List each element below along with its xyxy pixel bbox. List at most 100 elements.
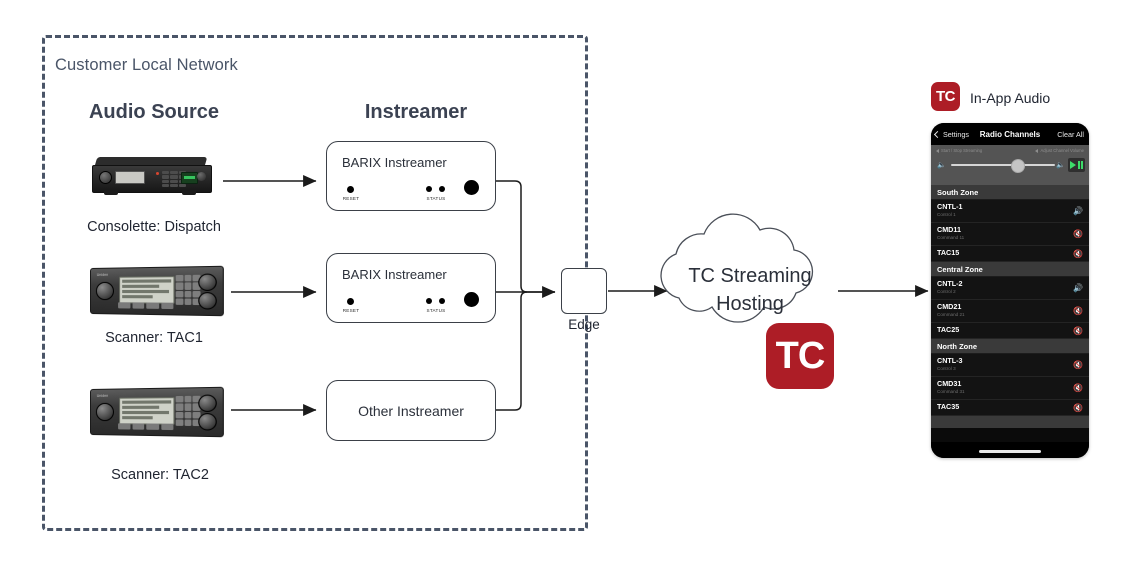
channel-description: Control 3	[937, 366, 956, 372]
channel-row[interactable]: TAC25🔇	[931, 323, 1089, 339]
channel-description: Command 31	[937, 389, 965, 395]
volume-low-icon: 🔈	[937, 162, 946, 169]
back-label: Settings	[943, 129, 969, 139]
channel-name: CMD31	[937, 378, 962, 388]
zone-header: South Zone	[931, 185, 1089, 200]
channel-name: TAC35	[937, 401, 960, 411]
speaker-muted-icon[interactable]: 🔇	[1073, 360, 1083, 370]
status-label: STATUS	[426, 196, 446, 201]
status-led-2	[439, 186, 445, 192]
device-scanner-tac1: Uniden	[90, 265, 224, 317]
volume-slider[interactable]	[951, 159, 1055, 173]
caret-left-icon	[936, 148, 939, 153]
pause-icon-bar-1	[1077, 161, 1080, 169]
hint-adjust-channel-volume: Adjust Channel Volume	[1035, 148, 1084, 153]
back-button[interactable]: Settings	[933, 129, 969, 139]
node-edge-router[interactable]	[561, 268, 607, 314]
play-pause-button[interactable]	[1068, 158, 1085, 172]
node-barix-instreamer-1[interactable]: BARIX Instreamer RESET STATUS	[326, 141, 496, 211]
cloud-line-2: Hosting	[716, 293, 784, 316]
status-label: STATUS	[426, 308, 446, 313]
speaker-muted-icon[interactable]: 🔇	[1073, 249, 1083, 258]
phone-mockup: Settings Radio Channels Clear All Start …	[931, 123, 1089, 458]
consolette-volume-knob	[197, 172, 206, 181]
audio-port	[464, 292, 479, 307]
speaker-on-icon[interactable]: 🔊	[1073, 283, 1083, 293]
phone-screen-title: Radio Channels	[979, 129, 1041, 139]
speaker-muted-icon[interactable]: 🔇	[1073, 326, 1083, 335]
status-led-1	[426, 186, 432, 192]
speaker-muted-icon[interactable]: 🔇	[1073, 229, 1083, 239]
node-title: Other Instreamer	[358, 402, 464, 419]
channel-name: CNTL-1	[937, 201, 963, 211]
status-led-2	[439, 298, 445, 304]
channel-row[interactable]: TAC35 🔇	[931, 400, 1089, 416]
volume-high-icon: 🔈	[1056, 162, 1065, 169]
cloud-line-1: TC Streaming	[688, 265, 812, 287]
consolette-foot-left	[104, 190, 118, 195]
reset-led	[347, 298, 354, 305]
volume-slider-thumb[interactable]	[1011, 159, 1026, 173]
device-consolette	[92, 157, 212, 197]
speaker-muted-icon[interactable]: 🔇	[1073, 383, 1083, 393]
scanner-lcd	[119, 276, 175, 304]
zone-header-partial	[931, 416, 1089, 428]
channel-name: CMD11	[937, 224, 961, 234]
caret-left-icon	[1035, 148, 1039, 153]
phone-home-area	[931, 442, 1089, 458]
device-caption-scanner-tac2: Scanner: TAC2	[111, 467, 209, 483]
scanner-main-knob	[95, 281, 114, 301]
scanner-keypad	[175, 274, 201, 306]
channel-description: Control 1	[937, 212, 956, 218]
channel-description: Control 2	[937, 289, 956, 295]
clear-all-button[interactable]: Clear All	[1057, 129, 1084, 139]
node-barix-instreamer-2[interactable]: BARIX Instreamer RESET STATUS	[326, 253, 496, 323]
reset-label: RESET	[342, 196, 360, 201]
consolette-led	[156, 172, 159, 175]
consolette-screen	[115, 171, 145, 184]
device-caption-consolette: Consolette: Dispatch	[87, 219, 221, 235]
channel-description: Command 11	[937, 235, 965, 241]
node-title: BARIX Instreamer	[342, 267, 447, 282]
channel-description: Command 21	[937, 312, 965, 318]
scanner-soft-buttons	[118, 302, 174, 310]
zone-header: Central Zone	[931, 262, 1089, 277]
speaker-on-icon[interactable]: 🔊	[1073, 206, 1083, 216]
pause-icon-bar-2	[1081, 161, 1083, 169]
scanner-brand: Uniden	[96, 393, 109, 398]
tc-logo-app: TC	[931, 82, 960, 111]
node-other-instreamer[interactable]: Other Instreamer	[326, 380, 496, 441]
edge-label: Edge	[568, 317, 600, 332]
channel-name: CMD21	[937, 301, 962, 311]
scanner-keypad	[175, 395, 201, 427]
scanner-lcd	[119, 397, 175, 425]
channel-row[interactable]: TAC15 🔇	[931, 246, 1089, 262]
zone-header: North Zone	[931, 339, 1089, 354]
speaker-muted-icon[interactable]: 🔇	[1073, 306, 1083, 316]
scanner-brand: Uniden	[96, 272, 109, 277]
in-app-audio-label: In-App Audio	[970, 90, 1051, 106]
scanner-main-knob	[95, 402, 114, 422]
reset-led	[347, 186, 354, 193]
scanner-knob-top	[198, 273, 217, 291]
scanner-soft-buttons	[118, 423, 174, 431]
node-cloud-hosting: TC Streaming Hosting	[655, 230, 845, 360]
speaker-muted-icon[interactable]: 🔇	[1073, 403, 1083, 412]
scanner-knob-bottom	[198, 413, 217, 431]
consolette-knob	[99, 171, 112, 184]
channel-name: CNTL-2	[937, 278, 963, 288]
channel-name: TAC15	[937, 247, 960, 257]
play-icon	[1070, 161, 1076, 169]
scanner-knob-bottom	[198, 292, 217, 310]
node-title: BARIX Instreamer	[342, 155, 447, 170]
reset-label: RESET	[342, 308, 360, 313]
tc-logo-cloud: TC	[766, 323, 834, 389]
consolette-body	[92, 165, 212, 193]
